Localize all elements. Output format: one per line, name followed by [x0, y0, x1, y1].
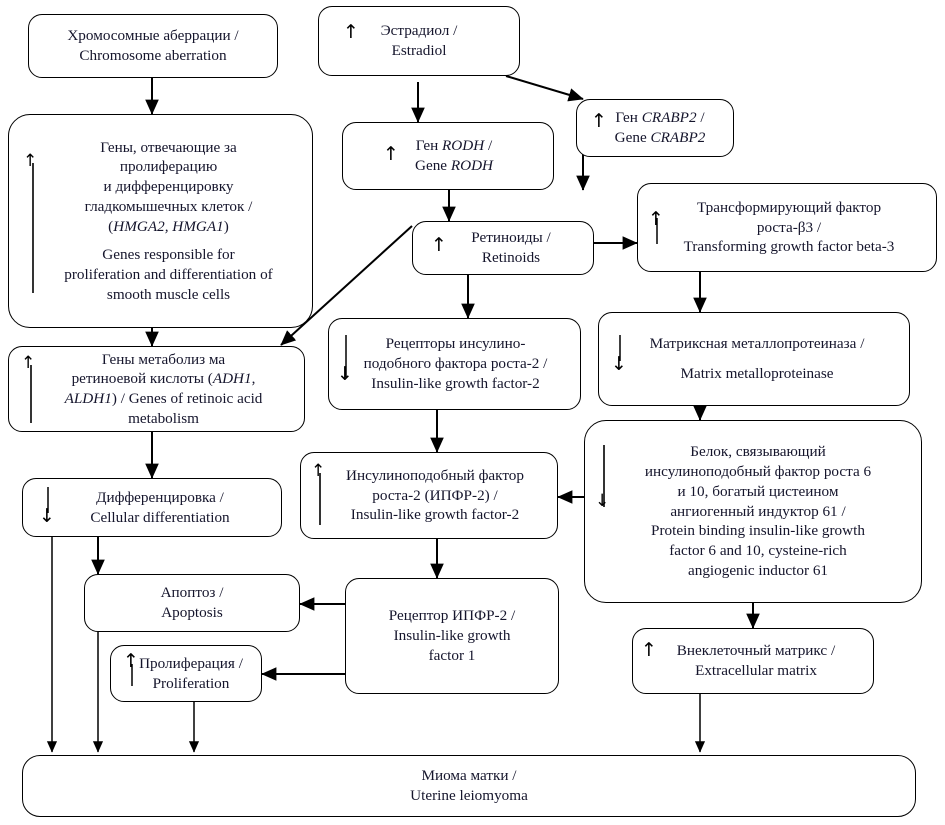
node-uterine-leiomyoma[interactable]: Миома матки / Uterine leiomyoma — [22, 755, 916, 817]
hmga-ru-2: пролиферацию — [119, 158, 218, 176]
igfbp-ru-1: Белок, связывающий — [690, 443, 826, 461]
gene-crabp2-en: Gene CRABP2 — [614, 129, 706, 146]
gene-rodh-ru: Ген RODH / — [415, 137, 493, 155]
up-arrow-stem — [319, 473, 321, 525]
gene-rodh-en: Gene RODH — [414, 157, 494, 174]
up-arrow-stem — [131, 664, 133, 686]
leiomyoma-ru: Миома матки / — [421, 767, 517, 785]
node-estradiol[interactable]: ↑ Эстрадиол / Estradiol — [318, 6, 520, 76]
up-arrow-icon: ↑ — [343, 21, 359, 43]
ecm-ru: Внеклеточный матрикс / — [676, 642, 836, 660]
up-arrow-icon: ↑ — [311, 461, 326, 481]
igf1r-ru: Рецептор ИПФР-2 / — [388, 607, 516, 625]
retinoids-ru: Ретиноиды / — [471, 229, 551, 247]
up-arrow-icon: ↑ — [123, 650, 139, 672]
node-cellular-differentiation[interactable]: ↓ Дифференцировка / Cellular differentia… — [22, 478, 282, 537]
hmga-ru-4: гладкомышечных клеток / — [84, 197, 253, 215]
igf2r-ru-1: Рецепторы инсулино- — [385, 335, 526, 353]
igfbp-ru-3: и 10, богатый цистеином — [677, 482, 839, 500]
chromosome-aberration-en: Chromosome aberration — [79, 47, 227, 64]
mmp-en: Matrix metalloproteinase — [680, 365, 834, 382]
gene-crabp2-ru: Ген CRABP2 / — [615, 109, 705, 127]
up-arrow-stem — [32, 163, 34, 293]
node-chromosome-aberration[interactable]: Хромосомные аберрации / Chromosome aberr… — [28, 14, 278, 78]
igf2-en: Insulin-like growth factor-2 — [350, 506, 520, 524]
retgenes-l1: Гены метаболиз ма — [101, 350, 226, 368]
node-igf1-receptor[interactable]: Рецептор ИПФР-2 / Insulin-like growth fa… — [345, 578, 559, 694]
up-arrow-icon: ↑ — [648, 208, 664, 230]
retinoids-en: Retinoids — [481, 249, 541, 266]
retgenes-l3: ALDH1) / Genes of retinoic acid — [64, 390, 263, 407]
down-arrow-icon: ↓ — [39, 505, 55, 527]
estradiol-ru: Эстрадиол / — [380, 22, 458, 40]
proliferation-en: Proliferation — [152, 674, 230, 692]
hmga-en-1: Genes responsible for — [102, 246, 235, 264]
leiomyoma-en: Uterine leiomyoma — [410, 787, 528, 804]
differentiation-en: Cellular differentiation — [90, 508, 230, 526]
node-proliferation[interactable]: ↑ Пролиферация / Proliferation — [110, 645, 262, 702]
hmga-genes-list: (HMGA2, HMGA1) — [108, 217, 229, 235]
up-arrow-icon: ↑ — [641, 639, 657, 661]
down-arrow-stem — [345, 335, 347, 377]
up-arrow-icon: ↑ — [431, 234, 447, 256]
igf1r-en-2: factor 1 — [428, 646, 476, 664]
retgenes-l2: ретиноевой кислоты (ADH1, — [71, 370, 256, 388]
up-arrow-stem — [30, 365, 32, 423]
tgfb3-en: Transforming growth factor beta-3 — [683, 238, 895, 256]
estradiol-en: Estradiol — [391, 42, 447, 59]
node-retinoic-acid-genes[interactable]: ↑ Гены метаболиз ма ретиноевой кислоты (… — [8, 346, 305, 432]
down-arrow-icon: ↓ — [337, 363, 353, 385]
igfbp-ru-2: инсулиноподобный фактор роста 6 — [644, 463, 872, 481]
node-apoptosis[interactable]: Апоптоз / Apoptosis — [84, 574, 300, 632]
down-arrow-stem — [47, 487, 49, 513]
node-gene-rodh[interactable]: ↑ Ген RODH / Gene RODH — [342, 122, 554, 190]
differentiation-ru: Дифференцировка / — [96, 488, 224, 506]
hmga-ru-3: и дифференцировку — [103, 178, 234, 195]
node-tgf-beta3[interactable]: ↑ Трансформирующий фактор роста-β3 / Tra… — [637, 183, 937, 272]
hmga-ru-1: Гены, отвечающие за — [100, 138, 237, 156]
igf1r-en-1: Insulin-like growth — [393, 627, 511, 645]
igf2-ru-2: роста-2 (ИПФР-2) / — [372, 486, 498, 504]
mmp-ru: Матриксная металлопротеиназа / — [649, 335, 865, 353]
tgfb3-ru-2: роста-β3 / — [756, 218, 822, 236]
chromosome-aberration-ru: Хромосомные аберрации / — [67, 27, 239, 45]
node-igf2[interactable]: ↑ Инсулиноподобный фактор роста-2 (ИПФР-… — [300, 452, 558, 539]
apoptosis-ru: Апоптоз / — [160, 584, 224, 602]
igfbp-en-2: factor 6 and 10, cysteine-rich — [669, 542, 847, 560]
down-arrow-icon: ↓ — [611, 353, 627, 375]
apoptosis-en: Apoptosis — [161, 604, 223, 621]
up-arrow-icon: ↑ — [591, 110, 607, 132]
igf2r-ru-2: подобного фактора роста-2 / — [363, 355, 548, 373]
igfbp-en-1: Protein binding insulin-like growth — [651, 522, 865, 540]
igfbp-en-3: angiogenic inductor 61 — [687, 561, 829, 579]
down-arrow-stem — [603, 445, 605, 507]
down-arrow-icon: ↓ — [595, 491, 610, 511]
up-arrow-icon: ↑ — [383, 143, 399, 165]
igf2r-en: Insulin-like growth factor-2 — [371, 374, 540, 392]
node-igf-binding-protein[interactable]: ↓ Белок, связывающий инсулиноподобный фа… — [584, 420, 922, 603]
tgfb3-ru-1: Трансформирующий фактор — [696, 198, 882, 216]
down-arrow-stem — [619, 335, 621, 361]
node-igf2-receptor[interactable]: ↓ Рецепторы инсулино- подобного фактора … — [328, 318, 581, 410]
node-gene-crabp2[interactable]: ↑ Ген CRABP2 / Gene CRABP2 — [576, 99, 734, 157]
igfbp-ru-4: ангиогенный индуктор 61 / — [670, 502, 846, 520]
node-hmga-genes[interactable]: ↑ Гены, отвечающие за пролиферацию и диф… — [8, 114, 313, 328]
retgenes-l4: metabolism — [128, 409, 199, 427]
igf2-ru-1: Инсулиноподобный фактор — [346, 466, 524, 484]
up-arrow-stem — [656, 218, 658, 244]
node-retinoids[interactable]: ↑ Ретиноиды / Retinoids — [412, 221, 594, 275]
proliferation-ru: Пролиферация / — [139, 654, 243, 672]
hmga-en-3: smooth muscle cells — [106, 285, 231, 303]
edge-estradiol-to-crabp2 — [505, 75, 584, 102]
ecm-en: Extracellular matrix — [695, 662, 817, 679]
node-matrix-metalloproteinase[interactable]: ↓ Матриксная металлопротеиназа / Matrix … — [598, 312, 910, 406]
node-extracellular-matrix[interactable]: ↑ Внеклеточный матрикс / Extracellular m… — [632, 628, 874, 694]
hmga-en-2: proliferation and differentiation of — [64, 266, 273, 283]
